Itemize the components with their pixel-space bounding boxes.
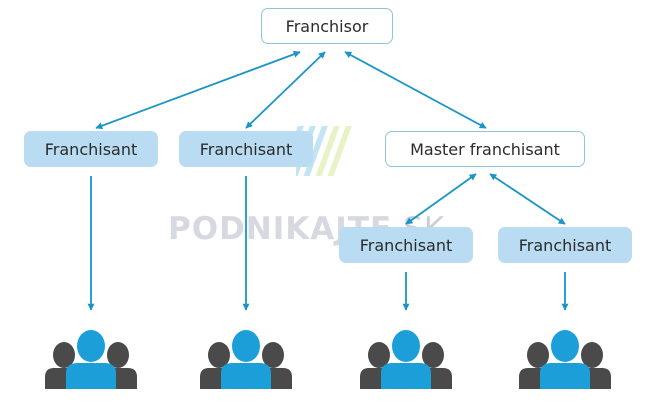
franchisor-label: Franchisor: [285, 16, 369, 36]
franchisant-label-3: Franchisant: [359, 235, 453, 255]
people-group-icon: [45, 330, 137, 389]
franchisant-box-3: Franchisant: [339, 227, 473, 263]
arrow-franchisor-franchisant-2: [245, 51, 326, 129]
franchisant-label-2: Franchisant: [199, 139, 293, 159]
people-group-icon: [519, 330, 611, 389]
franchisant-label-4: Franchisant: [518, 235, 612, 255]
master-franchisant-label: Master franchisant: [410, 139, 560, 159]
franchisant-box-4: Franchisant: [498, 227, 632, 263]
franchisant-box-1: Franchisant: [24, 131, 158, 167]
franchisor-box: Franchisor: [261, 8, 393, 44]
people-group-icon: [360, 330, 452, 389]
arrow-master-franchisant-4: [489, 173, 566, 225]
master-franchisant-box: Master franchisant: [385, 131, 585, 167]
franchisant-label-1: Franchisant: [44, 139, 138, 159]
arrow-franchisor-master: [344, 51, 487, 129]
franchisant-box-2: Franchisant: [179, 131, 313, 167]
people-group-icon: [200, 330, 292, 389]
arrow-master-franchisant-3: [405, 173, 477, 225]
